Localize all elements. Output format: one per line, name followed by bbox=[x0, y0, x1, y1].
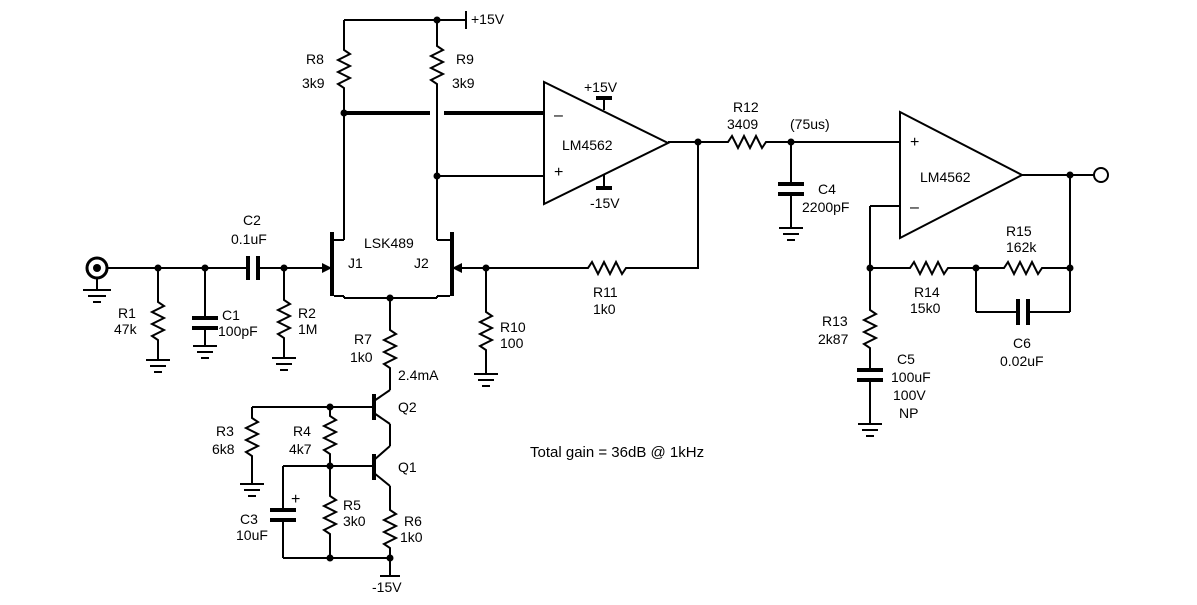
r7-ref: R7 bbox=[354, 331, 372, 347]
q2-label: Q2 bbox=[398, 399, 417, 415]
resistor-r13 bbox=[861, 268, 879, 368]
opamp-u2 bbox=[899, 110, 1094, 240]
r11-value: 1k0 bbox=[593, 301, 616, 317]
capacitor-c4 bbox=[778, 142, 804, 241]
input-jack bbox=[83, 256, 111, 303]
jfet-j1 bbox=[322, 232, 344, 297]
r15-value: 162k bbox=[1006, 239, 1037, 255]
r6-value: 1k0 bbox=[400, 529, 423, 545]
c1-ref: C1 bbox=[222, 307, 240, 323]
neg-supply-label: -15V bbox=[372, 579, 402, 595]
r13-value: 2k87 bbox=[818, 331, 849, 347]
c5-voltage: 100V bbox=[893, 387, 926, 403]
c4-ref: C4 bbox=[818, 181, 836, 197]
r4-ref: R4 bbox=[293, 423, 311, 439]
resistor-r9 bbox=[428, 20, 446, 240]
q1-label: Q1 bbox=[398, 459, 417, 475]
resistor-r14 bbox=[870, 259, 976, 277]
resistor-r5 bbox=[321, 466, 339, 558]
transistor-q2 bbox=[252, 389, 391, 446]
u1-part-label: LM4562 bbox=[562, 137, 613, 153]
resistor-r4 bbox=[321, 407, 339, 466]
c5-type: NP bbox=[899, 405, 918, 421]
r3-ref: R3 bbox=[216, 423, 234, 439]
jfet-part-label: LSK489 bbox=[364, 235, 414, 251]
r1-ref: R1 bbox=[118, 305, 136, 321]
resistor-r12 bbox=[698, 133, 900, 151]
c5-ref: C5 bbox=[897, 351, 915, 367]
c6-value: 0.02uF bbox=[1000, 353, 1044, 369]
r3-value: 6k8 bbox=[212, 441, 235, 457]
tail-current-label: 2.4mA bbox=[398, 367, 439, 383]
c1-value: 100pF bbox=[218, 323, 258, 339]
resistor-r11 bbox=[486, 142, 699, 277]
node-dot bbox=[326, 554, 334, 562]
c3-polarity: + bbox=[291, 491, 300, 508]
r10-value: 100 bbox=[500, 335, 524, 351]
resistor-r2 bbox=[272, 268, 296, 371]
r8-ref: R8 bbox=[306, 51, 324, 67]
r5-value: 3k0 bbox=[343, 513, 366, 529]
c3-value: 10uF bbox=[236, 527, 268, 543]
r2-value: 1M bbox=[298, 321, 317, 337]
u1-neg-supply: -15V bbox=[590, 195, 620, 211]
r4-value: 4k7 bbox=[289, 441, 312, 457]
u1-pos-supply: +15V bbox=[584, 79, 618, 95]
capacitor-c3 bbox=[270, 466, 296, 558]
r9-value: 3k9 bbox=[452, 75, 475, 91]
output-terminal bbox=[1093, 167, 1109, 183]
jfet-j2 bbox=[437, 232, 486, 297]
r2-ref: R2 bbox=[298, 305, 316, 321]
transistor-q1 bbox=[330, 445, 391, 506]
r10-ref: R10 bbox=[500, 319, 526, 335]
r14-ref: R14 bbox=[914, 284, 940, 300]
capacitor-c6 bbox=[975, 268, 1070, 325]
resistor-r15 bbox=[976, 259, 1070, 277]
resistor-r7 bbox=[381, 298, 399, 390]
r15-ref: R15 bbox=[1006, 223, 1032, 239]
resistor-r6 bbox=[381, 506, 399, 576]
r9-ref: R9 bbox=[456, 51, 474, 67]
capacitor-c1 bbox=[192, 268, 218, 359]
u2-plus-label: + bbox=[910, 134, 919, 151]
u2-part-label: LM4562 bbox=[920, 169, 971, 185]
capacitor-c5 bbox=[857, 368, 883, 437]
time-constant-label: (75us) bbox=[790, 116, 830, 132]
c3-ref: C3 bbox=[240, 511, 258, 527]
r12-ref: R12 bbox=[733, 99, 759, 115]
r8-value: 3k9 bbox=[302, 75, 325, 91]
capacitor-c2 bbox=[246, 256, 322, 280]
pos-supply-label: +15V bbox=[471, 11, 505, 27]
r12-value: 3409 bbox=[727, 116, 758, 132]
j2-label: J2 bbox=[414, 255, 429, 271]
r6-ref: R6 bbox=[404, 513, 422, 529]
resistor-r10 bbox=[474, 268, 498, 387]
node-dot bbox=[386, 554, 394, 562]
c4-value: 2200pF bbox=[802, 199, 849, 215]
u2-minus-label: – bbox=[910, 199, 919, 216]
r14-value: 15k0 bbox=[910, 300, 941, 316]
resistor-r3 bbox=[240, 407, 264, 497]
c2-ref: C2 bbox=[243, 212, 261, 228]
resistor-r8 bbox=[335, 20, 353, 240]
j1-label: J1 bbox=[348, 255, 363, 271]
resistor-r1 bbox=[146, 268, 170, 373]
c6-ref: C6 bbox=[1013, 335, 1031, 351]
r5-ref: R5 bbox=[343, 497, 361, 513]
u1-minus-label: – bbox=[554, 107, 563, 124]
opamp-u1 bbox=[543, 80, 698, 206]
r11-ref: R11 bbox=[593, 284, 618, 300]
c2-value: 0.1uF bbox=[231, 231, 267, 247]
r1-value: 47k bbox=[114, 321, 138, 337]
total-gain-note: Total gain = 36dB @ 1kHz bbox=[530, 444, 704, 461]
u1-plus-label: + bbox=[554, 164, 563, 181]
c5-value: 100uF bbox=[891, 369, 931, 385]
r13-ref: R13 bbox=[822, 313, 848, 329]
r7-value: 1k0 bbox=[350, 349, 373, 365]
